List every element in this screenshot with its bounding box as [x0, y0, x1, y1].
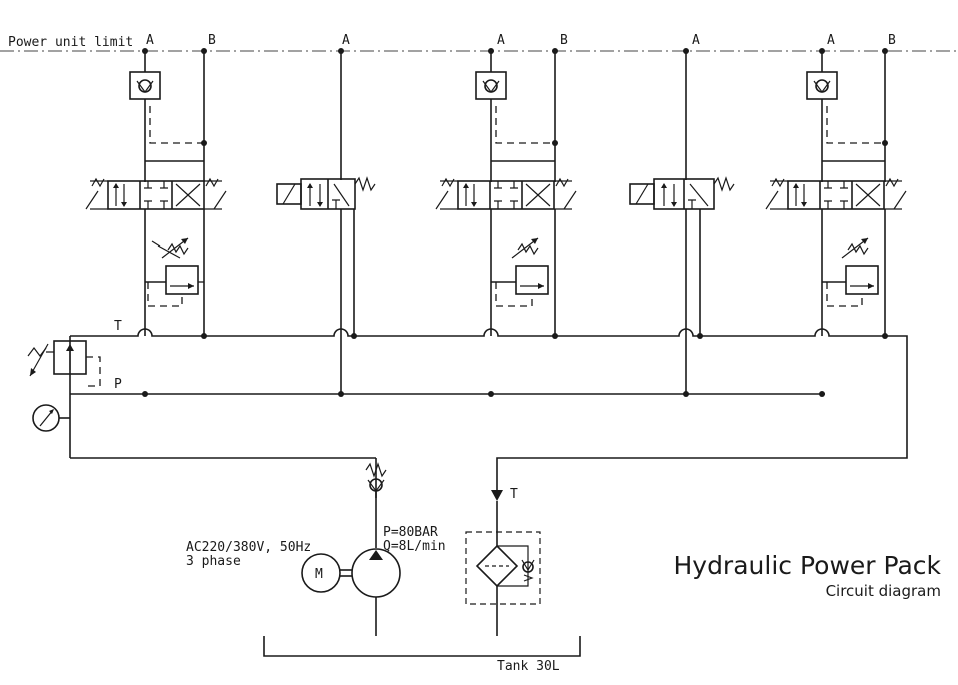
- power-unit-limit-label: Power unit limit: [8, 35, 133, 50]
- tank-line: [70, 328, 908, 490]
- tank-label: Tank 30L: [497, 659, 560, 674]
- port-label-a-4: A: [692, 33, 700, 48]
- port-label-a-1: A: [146, 33, 154, 48]
- port-label-a-3: A: [497, 33, 505, 48]
- valve-station-5: [765, 51, 907, 336]
- motor-supply-line2: 3 phase: [186, 554, 241, 569]
- return-filter: [465, 490, 541, 636]
- main-lines: [69, 328, 908, 498]
- valve-station-3: [435, 51, 577, 336]
- electric-motor: M: [301, 553, 341, 593]
- pump-flow-label: Q=8L/min: [383, 539, 446, 554]
- port-label-b-1: B: [208, 33, 216, 48]
- port-label-b-3: B: [560, 33, 568, 48]
- motor-supply-line1: AC220/380V, 50Hz: [186, 540, 311, 555]
- port-label-a-5: A: [827, 33, 835, 48]
- valve-station-2: [276, 51, 376, 394]
- diagram-title: Hydraulic Power Pack: [673, 551, 941, 580]
- pressure-line-label: P: [114, 377, 122, 392]
- port-label-a-2: A: [342, 33, 350, 48]
- valve-station-1: [85, 51, 227, 336]
- tank: [263, 636, 581, 657]
- pressure-gauge: [32, 404, 70, 432]
- diagram-subtitle: Circuit diagram: [826, 582, 941, 600]
- valve-station-4: [629, 51, 735, 394]
- motor-symbol: M: [315, 567, 323, 582]
- pump-check-valve: [365, 462, 387, 548]
- port-label-b-5: B: [888, 33, 896, 48]
- main-relief-valve: [27, 340, 101, 387]
- junction-dots: [142, 48, 888, 397]
- return-line-label: T: [510, 487, 518, 502]
- pump: [340, 548, 401, 636]
- pump-pressure-label: P=80BAR: [383, 525, 438, 540]
- tank-line-label: T: [114, 319, 122, 334]
